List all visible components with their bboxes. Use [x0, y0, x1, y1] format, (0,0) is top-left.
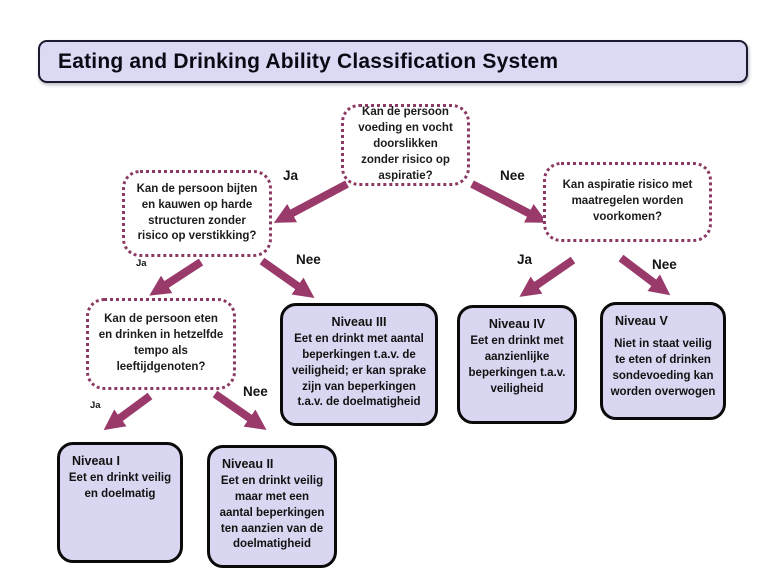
level-box-niveau-5: Niveau V Niet in staat veilig te eten of… — [600, 302, 726, 420]
niveau-3-title: Niveau III — [331, 315, 387, 329]
level-box-niveau-2: Niveau II Eet en drinkt veilig maar met … — [207, 445, 337, 568]
question-swallow: Kan de persoon voeding en vocht doorslik… — [341, 104, 470, 186]
arrow-tempo-ja — [103, 392, 153, 431]
question-chew-text: Kan de persoon bijten en kauwen op harde… — [136, 182, 258, 243]
edge-label-aspiratie-nee: Nee — [652, 257, 677, 272]
title-banner: Eating and Drinking Ability Classificati… — [38, 40, 748, 83]
edge-label-tempo-nee: Nee — [243, 384, 268, 399]
level-box-niveau-3: Niveau III Eet en drinkt met aantal bepe… — [280, 303, 438, 426]
niveau-5-title: Niveau V — [615, 314, 668, 328]
niveau-4-body: Eet en drinkt met aanzienlijke beperking… — [468, 335, 566, 395]
edge-label-swallow-ja: Ja — [283, 168, 299, 183]
arrow-swallow-nee — [470, 180, 548, 223]
question-aspiratie-text: Kan aspiratie risico met maatregelen wor… — [562, 179, 693, 223]
arrow-aspiratie-ja — [519, 256, 576, 297]
edge-label-swallow-nee: Nee — [500, 168, 525, 183]
niveau-4-title: Niveau IV — [488, 317, 546, 331]
level-box-niveau-4: Niveau IV Eet en drinkt met aanzienlijke… — [457, 305, 577, 424]
niveau-2-body: Eet en drinkt veilig maar met een aantal… — [219, 475, 325, 551]
niveau-1-body: Eet en drinkt veilig en doelmatig — [68, 472, 172, 500]
niveau-2-title: Niveau II — [222, 457, 274, 471]
edge-label-chew-ja: Ja — [136, 258, 147, 269]
edge-label-chew-nee: Nee — [296, 252, 321, 267]
question-tempo-text: Kan de persoon eten en drinken in hetzel… — [98, 313, 224, 373]
niveau-1-title: Niveau I — [72, 454, 120, 468]
page-title: Eating and Drinking Ability Classificati… — [58, 49, 559, 73]
arrow-swallow-ja — [273, 180, 349, 223]
niveau-3-body: Eet en drinkt met aantal beperkingen t.a… — [291, 333, 427, 409]
arrow-chew-ja — [149, 258, 204, 296]
question-swallow-text: Kan de persoon voeding en vocht doorslik… — [358, 106, 453, 182]
edge-label-tempo-ja: Ja — [90, 400, 101, 411]
niveau-5-body: Niet in staat veilig te eten of drinken … — [610, 338, 716, 398]
question-chew: Kan de persoon bijten en kauwen op harde… — [122, 170, 272, 257]
level-box-niveau-1: Niveau I Eet en drinkt veilig en doelmat… — [57, 442, 183, 563]
question-aspiratie: Kan aspiratie risico met maatregelen wor… — [543, 162, 712, 242]
edge-label-aspiratie-ja: Ja — [517, 252, 533, 267]
question-tempo: Kan de persoon eten en drinken in hetzel… — [86, 298, 236, 390]
